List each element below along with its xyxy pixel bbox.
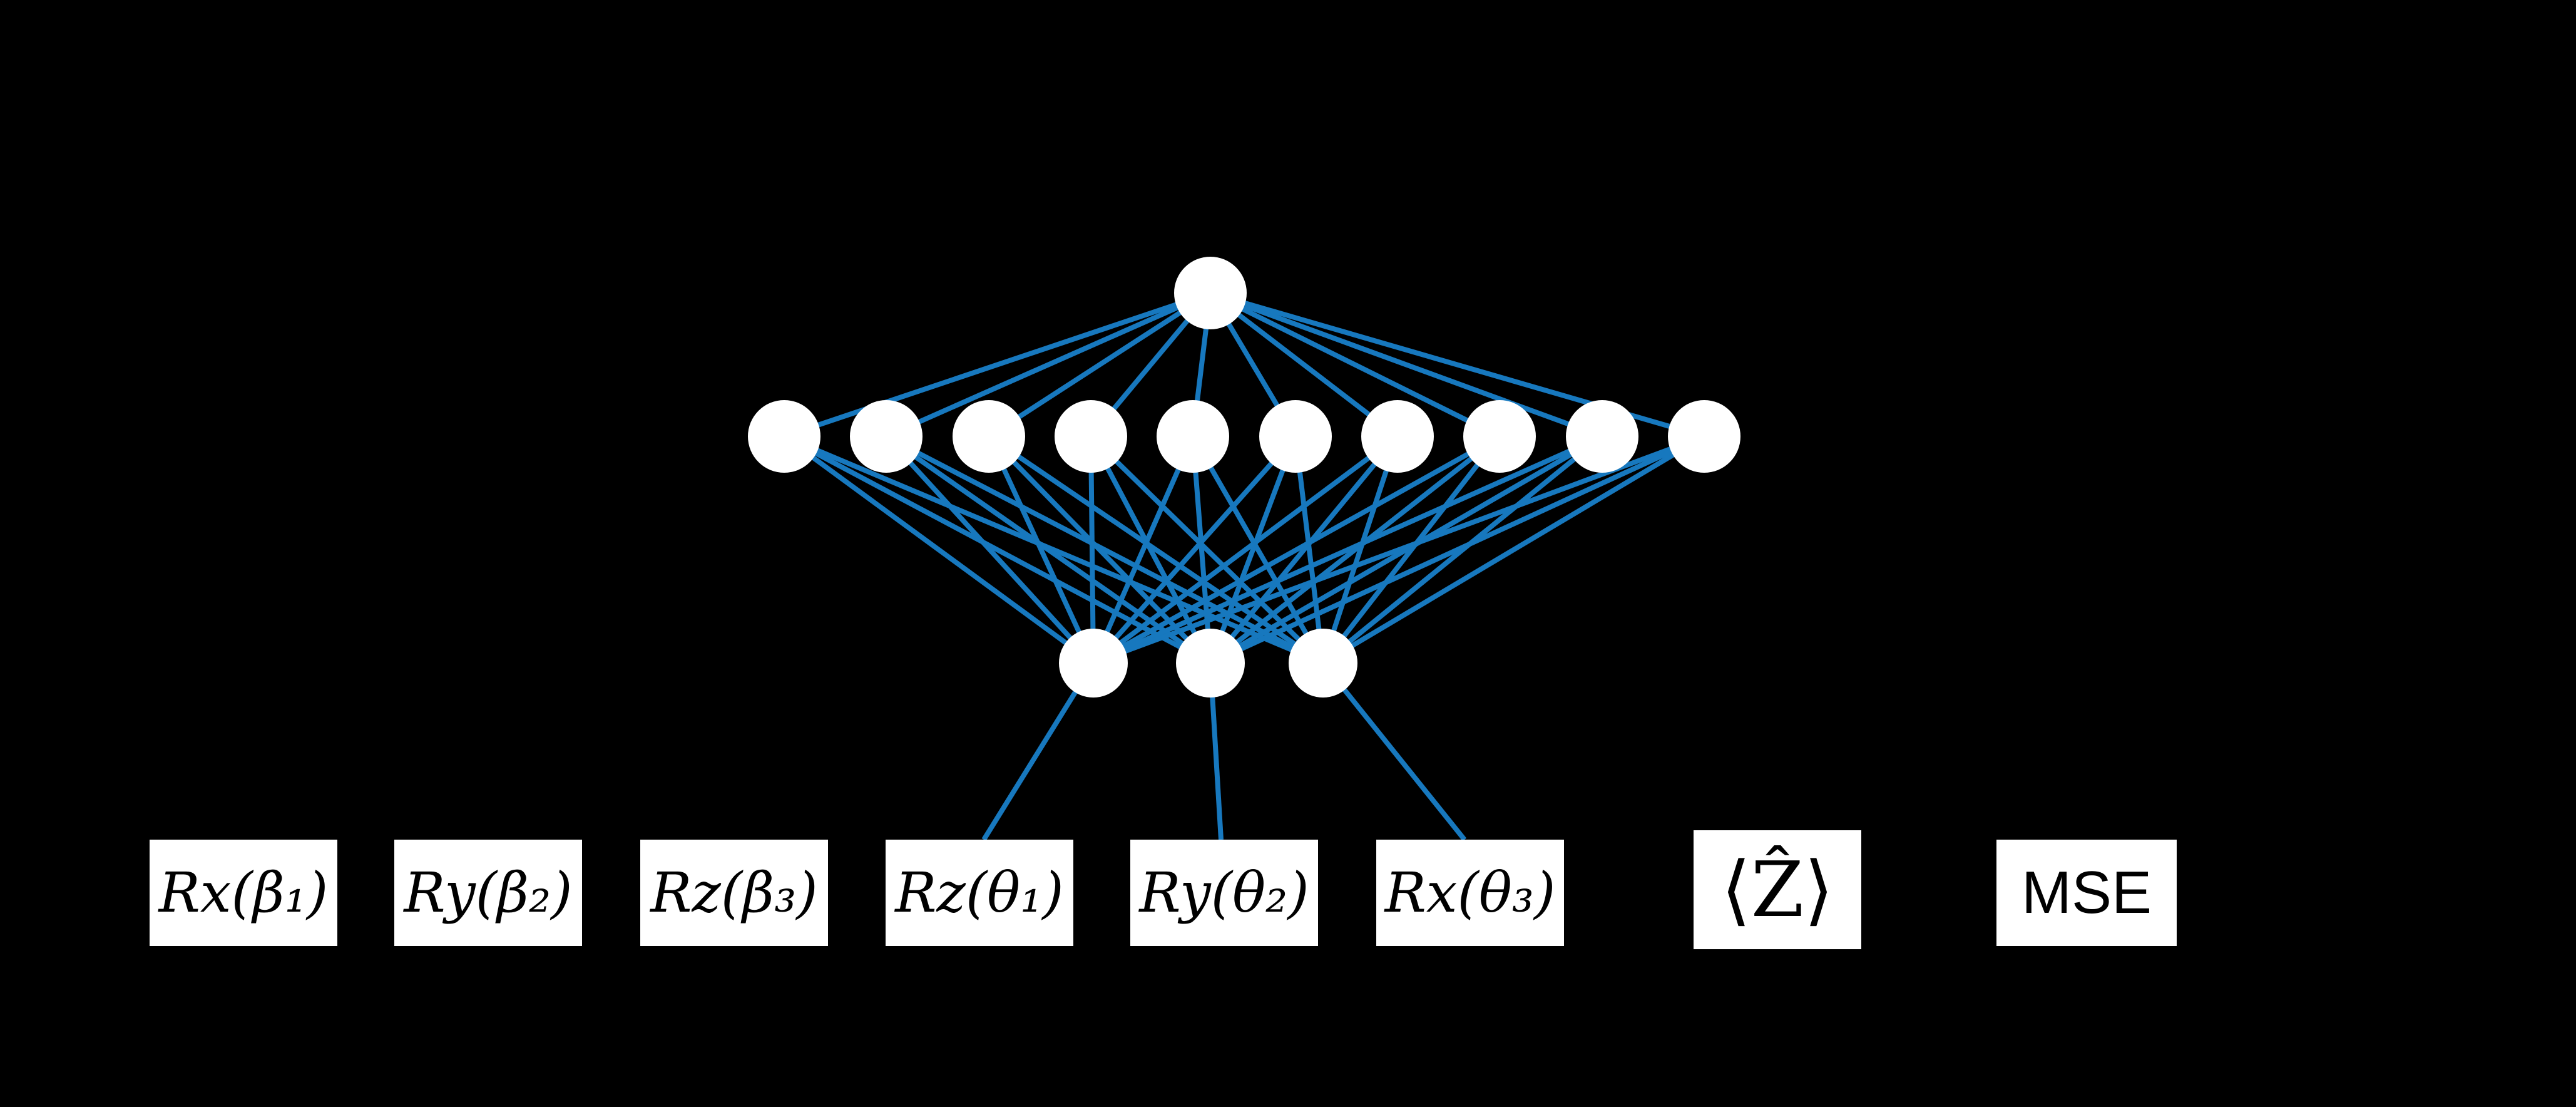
hidden-to-output-edge	[986, 435, 1096, 664]
gate-label-ry-beta2: Ry(β₂)	[404, 860, 573, 925]
gate-box-rz-beta3: Rz(β₃)	[640, 840, 828, 946]
input-to-hidden-edge	[1209, 291, 1501, 439]
hidden-node	[1566, 400, 1638, 473]
hidden-to-output-edge	[1091, 435, 1297, 665]
gate-label-rx-theta3: Rx(θ₃)	[1384, 860, 1556, 925]
input-to-hidden-edge	[1209, 291, 1603, 439]
hidden-to-output-edge	[1190, 435, 1326, 664]
hidden-node	[1259, 400, 1332, 473]
mse-label: MSE	[2021, 859, 2152, 926]
hidden-to-output-edge	[1089, 435, 1325, 665]
hidden-node	[1157, 400, 1229, 473]
hidden-to-output-edge	[1293, 436, 1326, 664]
hidden-to-output-edge	[1208, 435, 1298, 664]
gate-box-ry-beta2: Ry(β₂)	[394, 840, 582, 946]
input-to-hidden-edge	[1209, 291, 1399, 439]
gate-label-rz-beta3: Rz(β₃)	[650, 860, 818, 925]
output-node	[1059, 629, 1128, 698]
hidden-to-output-edge	[1321, 435, 1502, 665]
hidden-to-output-edge	[1321, 434, 1706, 666]
gate-label-rx-beta1: Rx(β₁)	[158, 860, 329, 925]
hidden-node	[1361, 400, 1434, 473]
node-to-gate-edge	[1321, 661, 1467, 842]
hidden-to-output-edge	[987, 434, 1325, 666]
mse-box: MSE	[1996, 840, 2177, 946]
hidden-to-output-edge	[884, 435, 1095, 665]
hidden-to-output-edge	[1092, 434, 1501, 666]
hidden-node	[1668, 400, 1740, 473]
input-to-hidden-edge	[783, 291, 1212, 439]
output-node	[1176, 629, 1245, 698]
hidden-to-output-edge	[783, 434, 1324, 666]
hidden-to-output-edge	[1091, 434, 1399, 666]
hidden-to-output-edge	[1190, 436, 1213, 664]
input-to-hidden-edge	[885, 291, 1212, 439]
hidden-to-output-edge	[783, 434, 1212, 666]
hidden-to-output-edge	[1092, 434, 1705, 666]
hidden-to-output-edge	[1091, 435, 1195, 664]
hidden-node	[1055, 400, 1127, 473]
node-to-gate-edge	[981, 661, 1096, 842]
hidden-node	[1463, 400, 1536, 473]
expectation-z-box: ⟨Ẑ⟩	[1694, 830, 1861, 949]
hidden-to-output-edge	[1209, 434, 1705, 666]
hidden-to-output-edge	[885, 434, 1324, 666]
hidden-to-output-edge	[1092, 434, 1603, 666]
hidden-to-output-edge	[1088, 436, 1096, 664]
hidden-to-output-edge	[1209, 434, 1501, 666]
hidden-node	[850, 400, 923, 473]
gate-box-rx-beta1: Rx(β₁)	[150, 840, 337, 946]
hidden-to-output-edge	[1208, 435, 1400, 665]
hidden-node	[748, 400, 820, 473]
expectation-z-label: ⟨Ẑ⟩	[1721, 845, 1834, 934]
gate-box-rz-theta1: Rz(θ₁)	[886, 840, 1073, 946]
gate-box-ry-theta2: Ry(θ₂)	[1130, 840, 1318, 946]
hidden-node	[953, 400, 1025, 473]
hidden-to-output-edge	[1321, 435, 1400, 664]
hidden-to-output-edge	[782, 434, 1095, 666]
gate-box-rx-theta3: Rx(θ₃)	[1376, 840, 1564, 946]
gate-label-ry-theta2: Ry(θ₂)	[1139, 860, 1309, 925]
output-node	[1289, 629, 1357, 698]
gate-label-rz-theta1: Rz(θ₁)	[895, 860, 1064, 925]
hidden-to-output-edge	[1209, 434, 1604, 666]
input-to-hidden-edge	[987, 291, 1212, 439]
input-node	[1174, 257, 1247, 329]
